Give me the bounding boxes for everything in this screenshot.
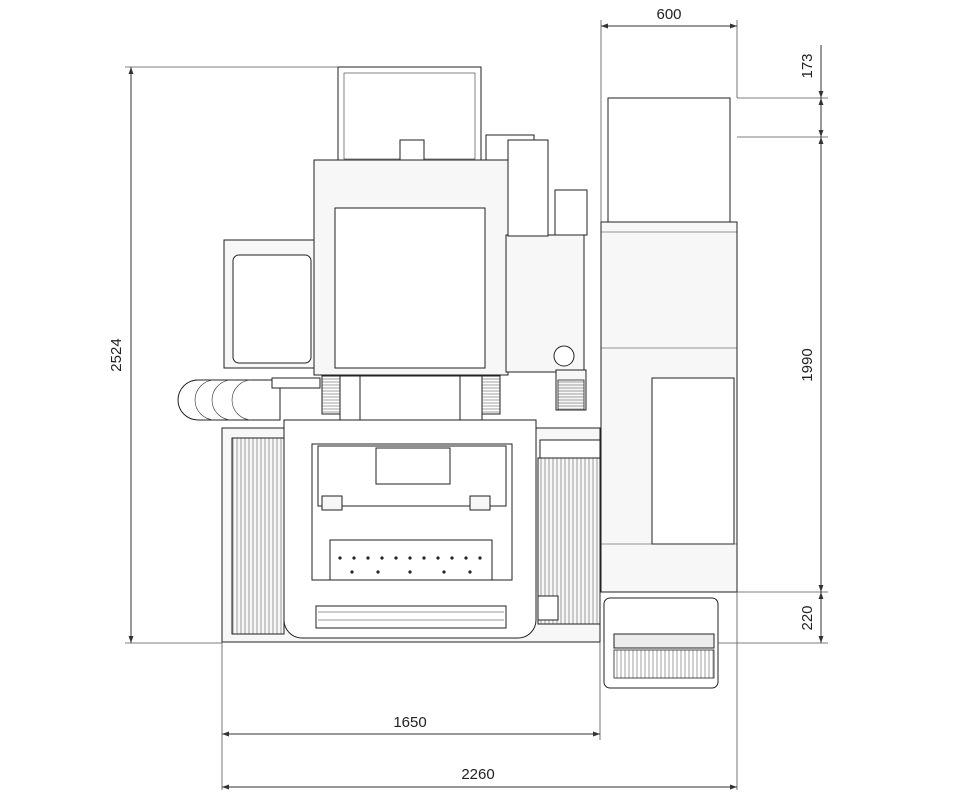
cabinet-top-unit bbox=[607, 97, 731, 223]
dim-overall-height-label: 2524 bbox=[108, 338, 125, 371]
column-window bbox=[334, 207, 486, 369]
dim-base-width-label: 1650 bbox=[393, 714, 426, 731]
keyboard bbox=[613, 649, 715, 679]
cabinet-door bbox=[651, 377, 735, 545]
machine-outline bbox=[177, 66, 738, 689]
left-panel-window bbox=[232, 254, 312, 364]
dim-right-220-label: 220 bbox=[799, 605, 816, 630]
front-tray bbox=[315, 605, 507, 629]
right-bellows bbox=[481, 375, 501, 415]
left-cable-duct bbox=[177, 377, 321, 421]
dim-right-1990-label: 1990 bbox=[799, 348, 816, 381]
table-holes bbox=[338, 556, 482, 574]
dimension-lines bbox=[125, 20, 828, 790]
dim-overall-width-label: 2260 bbox=[461, 766, 494, 783]
spindle-motor bbox=[553, 345, 575, 367]
dim-right-173-label: 173 bbox=[799, 53, 816, 78]
left-fin-block bbox=[231, 437, 285, 635]
left-bellows bbox=[321, 375, 341, 415]
dim-top-width-label: 600 bbox=[656, 6, 681, 23]
